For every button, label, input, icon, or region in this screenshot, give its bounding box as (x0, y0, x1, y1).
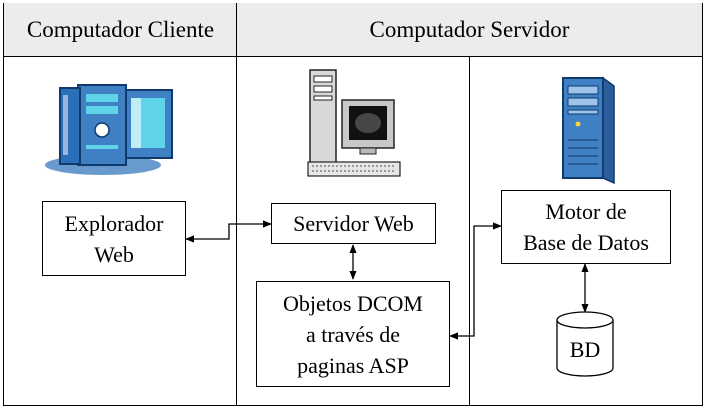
database-label: BD (570, 337, 601, 362)
browser-label: Explorador Web (64, 210, 164, 267)
divider-client-server (236, 3, 237, 406)
tower-server-icon (562, 76, 615, 185)
desktop-computer-icon (45, 84, 173, 175)
web-server-label: Servidor Web (293, 211, 414, 236)
header-server: Computador Servidor (237, 3, 702, 57)
browser-box: Explorador Web (42, 201, 186, 276)
dcom-label: Objetos DCOM a través de paginas ASP (283, 290, 423, 378)
connector-browser-webserver (185, 220, 272, 243)
db-engine-box: Motor de Base de Datos (501, 190, 671, 264)
workstation-computer-icon (307, 69, 401, 177)
header-client-label: Computador Cliente (26, 16, 215, 42)
dcom-box: Objetos DCOM a través de paginas ASP (256, 281, 450, 387)
database-cylinder: BD (556, 311, 614, 377)
connector-dcom-dbengine (449, 222, 502, 340)
header-client: Computador Cliente (4, 3, 237, 57)
db-engine-label: Motor de Base de Datos (523, 199, 649, 255)
web-server-box: Servidor Web (271, 203, 436, 244)
header-server-label: Computador Servidor (369, 16, 570, 42)
